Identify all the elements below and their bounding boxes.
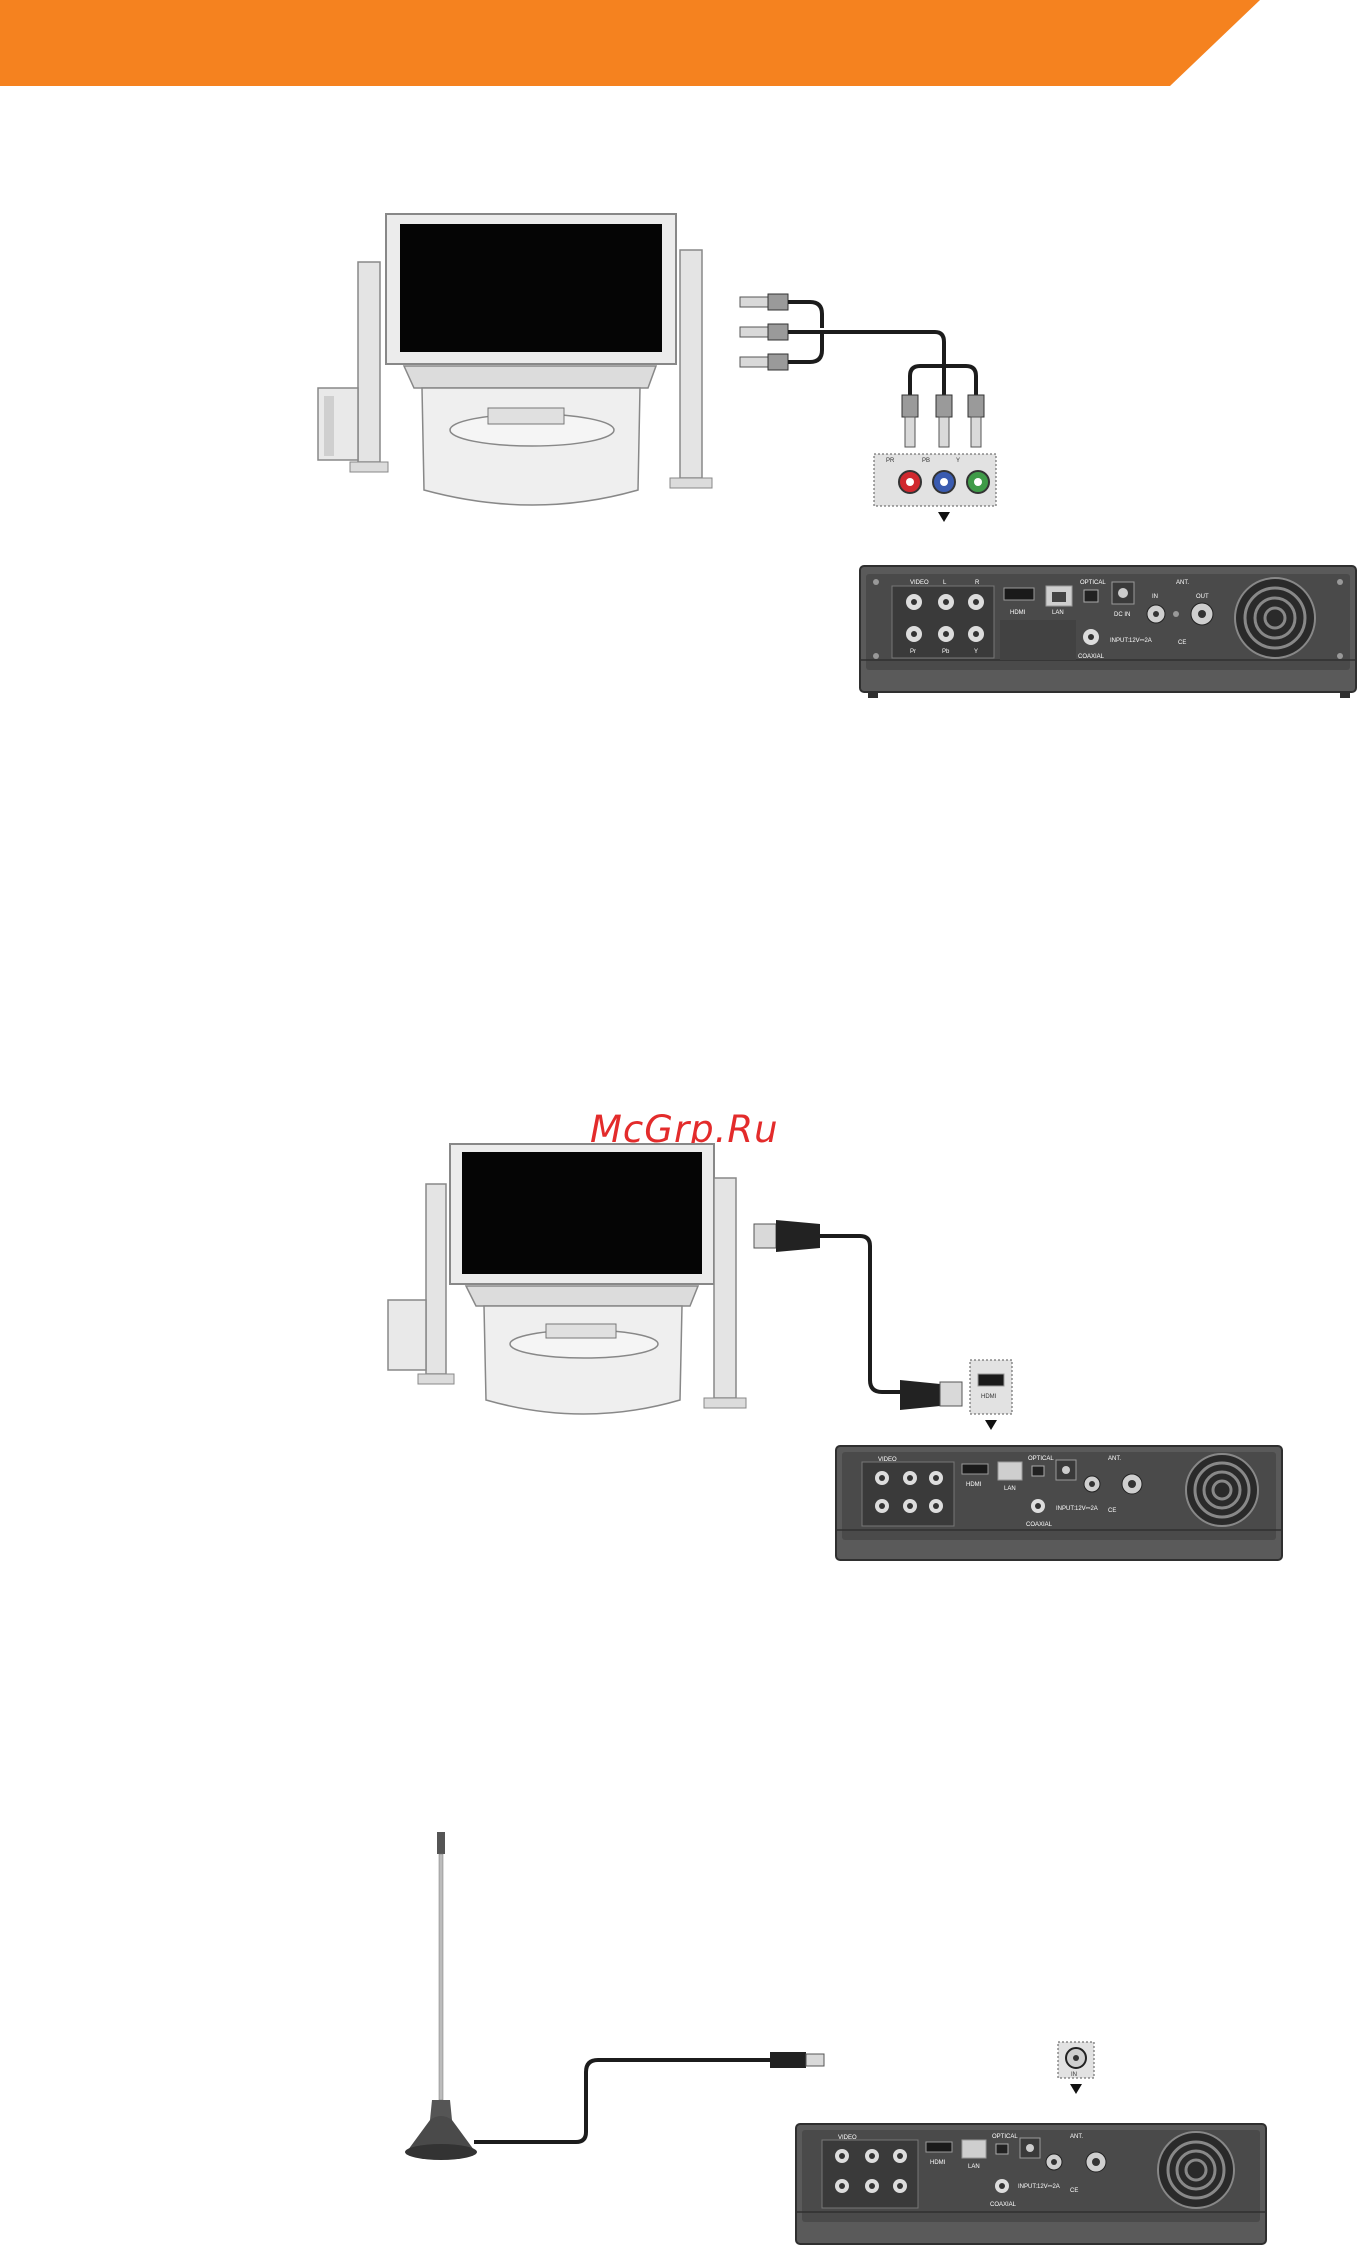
panel2-label-ant: ANT. xyxy=(1108,1456,1121,1462)
jack-label-y: Y xyxy=(956,458,960,464)
panel2-label-video: VIDEO xyxy=(878,1457,897,1463)
media-player-rear-panel-3: VIDEO HDMI LAN OPTICAL COAXIAL INPUT:12V… xyxy=(796,2124,1266,2244)
panel3-label-lan: LAN xyxy=(968,2164,980,2170)
hdmi-port-label: HDMI xyxy=(981,1394,997,1400)
panel2-label-coaxial: COAXIAL xyxy=(1026,1522,1053,1528)
hdmi-cable xyxy=(754,1220,962,1410)
panel2-label-hdmi: HDMI xyxy=(966,1482,982,1488)
panel3-label-hdmi: HDMI xyxy=(930,2160,946,2166)
jack-label-pb: PB xyxy=(922,458,930,464)
header-bar xyxy=(0,0,1260,86)
component-jacks-callout: PR PB Y xyxy=(874,454,996,522)
panel3-label-input: INPUT:12V⎓2A xyxy=(1018,2184,1060,2190)
panel2-label-lan: LAN xyxy=(1004,1486,1016,1492)
panel-label-hdmi: HDMI xyxy=(1010,610,1026,616)
panel-label-dc-in: DC IN xyxy=(1114,612,1130,618)
panel-label-lan: LAN xyxy=(1052,610,1064,616)
panel-label-pb: Pb xyxy=(942,649,950,655)
panel2-label-optical: OPTICAL xyxy=(1028,1456,1054,1462)
panel-label-ce: CE xyxy=(1178,640,1186,646)
antenna-cable xyxy=(474,2052,824,2142)
hdmi-port-callout: HDMI xyxy=(970,1360,1012,1430)
panel-label-y: Y xyxy=(974,649,978,655)
panel-label-input: INPUT:12V⎓2A xyxy=(1110,638,1152,644)
media-player-rear-panel-2: VIDEO HDMI LAN OPTICAL COAXIAL INPUT:12V… xyxy=(836,1446,1282,1560)
panel3-label-video: VIDEO xyxy=(838,2135,857,2141)
panel-label-r: R xyxy=(975,580,980,586)
panel2-label-input: INPUT:12V⎓2A xyxy=(1056,1506,1098,1512)
figure-hdmi-connection: HDMI VIDEO HDMI LAN OPTICAL COAXIAL xyxy=(380,1130,1340,1590)
panel2-label-ce: CE xyxy=(1108,1508,1116,1514)
panel-label-pr: Pr xyxy=(910,649,916,655)
tv-home-theater-illustration-2 xyxy=(388,1144,746,1414)
rca-plugs-device-side xyxy=(902,395,984,447)
jack-label-pr: PR xyxy=(886,458,895,464)
panel3-label-ce: CE xyxy=(1070,2188,1078,2194)
panel-label-coaxial: COAXIAL xyxy=(1078,654,1105,660)
figure-component-connection: PR PB Y VIDEO L R xyxy=(310,200,1360,710)
antenna-port-label: IN xyxy=(1071,2072,1077,2078)
antenna-illustration xyxy=(405,1832,477,2160)
panel-label-video: VIDEO xyxy=(910,580,929,586)
panel3-label-ant: ANT. xyxy=(1070,2134,1083,2140)
component-cable xyxy=(788,302,976,395)
antenna-port-callout: IN xyxy=(1058,2042,1094,2094)
panel-label-ant-in: IN xyxy=(1152,594,1158,600)
figure-antenna-connection: IN VIDEO HDMI LAN OPTICAL COAXIAL xyxy=(390,1820,1340,2250)
rca-plugs-tv-side xyxy=(740,294,788,370)
panel-label-optical: OPTICAL xyxy=(1080,580,1106,586)
media-player-rear-panel: VIDEO L R Pr Pb Y HDMI LAN OPTICAL COAXI… xyxy=(860,566,1356,698)
tv-home-theater-illustration xyxy=(318,214,712,505)
panel3-label-coaxial: COAXIAL xyxy=(990,2202,1017,2208)
panel-label-ant: ANT. xyxy=(1176,580,1189,586)
panel3-label-optical: OPTICAL xyxy=(992,2134,1018,2140)
panel-label-ant-out: OUT xyxy=(1196,594,1209,600)
